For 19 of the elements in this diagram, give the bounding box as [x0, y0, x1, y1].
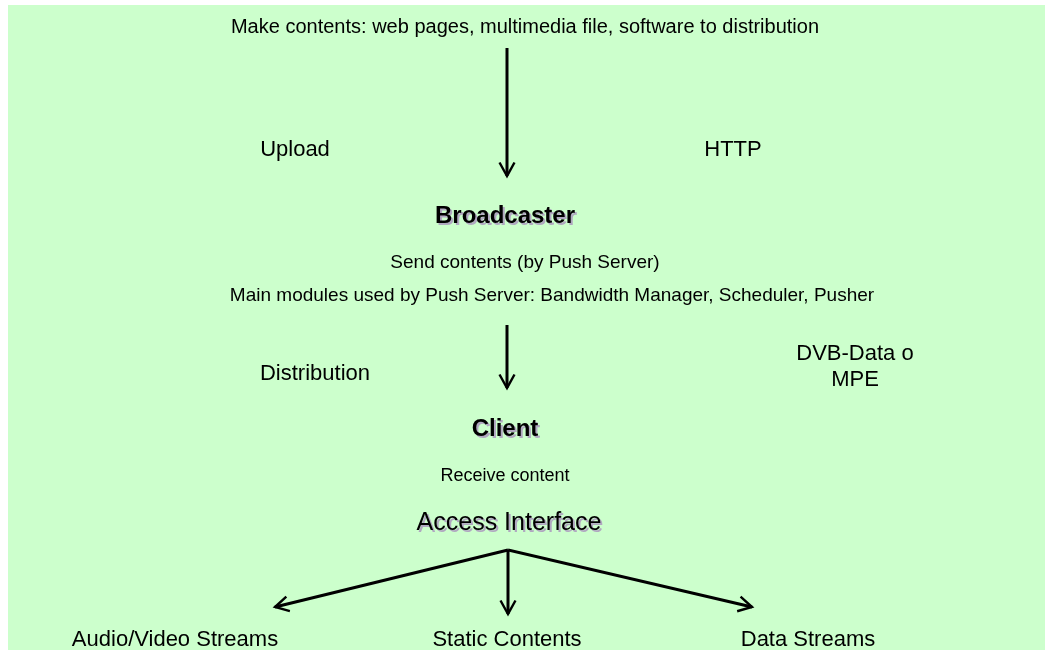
arrow — [499, 550, 517, 616]
node-description: Receive content — [440, 465, 570, 486]
node-description: Send contents (by Push Server) — [390, 251, 660, 273]
node-title: Client — [471, 414, 539, 442]
edge-side-label: DVB-Data o MPE — [795, 340, 915, 393]
arrow — [507, 548, 754, 613]
edge-side-label: Distribution — [260, 360, 370, 387]
edge-side-label: HTTP — [704, 136, 762, 163]
arrow — [273, 548, 509, 613]
edge-side-label: Upload — [260, 136, 330, 163]
output-label: Audio/Video Streams — [71, 626, 279, 652]
arrow — [498, 325, 516, 390]
node-description: Main modules used by Push Server: Bandwidth Manager, Scheduler, Pusher — [229, 284, 875, 306]
heading-text: Make contents: web pages, multimedia file, software to distribution — [230, 15, 820, 38]
node-subtitle: Access Interface — [416, 507, 602, 536]
output-label: Static Contents — [432, 626, 582, 652]
arrow — [498, 48, 516, 178]
output-label: Data Streams — [740, 626, 876, 652]
node-title: Broadcaster — [434, 201, 576, 229]
